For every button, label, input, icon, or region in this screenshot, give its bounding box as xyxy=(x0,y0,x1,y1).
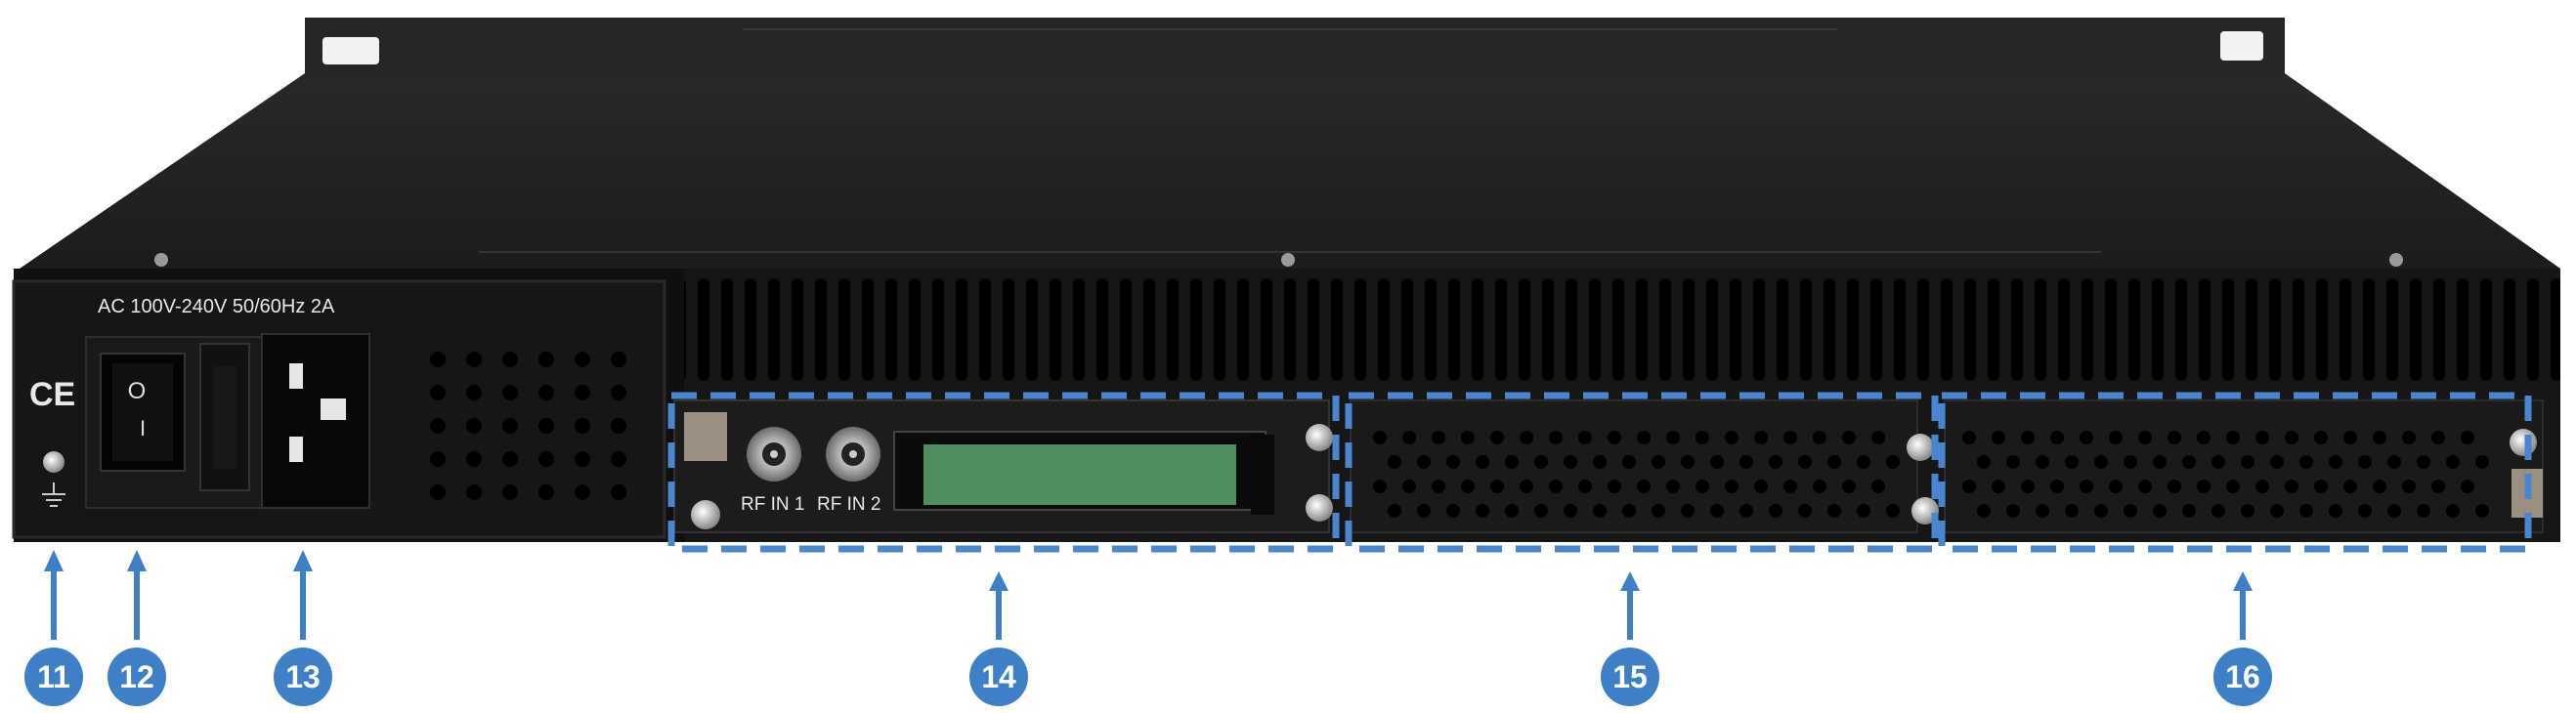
ground-terminal[interactable] xyxy=(42,451,65,507)
module-latch xyxy=(684,412,727,461)
callout-13: 13 xyxy=(274,648,332,706)
thumb-screw xyxy=(1306,424,1333,451)
callout-16: 16 xyxy=(2213,648,2272,706)
switch-on-mark: I xyxy=(140,416,146,440)
rf-in-2-label: RF IN 2 xyxy=(817,494,880,515)
thumb-screw xyxy=(691,500,720,529)
callout-arrowhead-12 xyxy=(127,550,147,571)
rack-ear-hole-left xyxy=(322,37,379,64)
rf-in-1-connector[interactable] xyxy=(747,427,801,482)
callout-14: 14 xyxy=(969,648,1028,706)
thumb-screw[interactable] xyxy=(1907,434,1934,461)
svg-text:12: 12 xyxy=(119,659,154,694)
svg-text:13: 13 xyxy=(285,659,321,694)
slot-3-vent-holes xyxy=(1962,431,2489,518)
callout-11: 11 xyxy=(24,648,83,706)
callout-arrowhead-11 xyxy=(44,550,64,571)
card-pcb xyxy=(923,444,1236,505)
ce-mark: CE xyxy=(29,376,75,413)
svg-text:11: 11 xyxy=(37,659,70,694)
slot-2-highlight-box xyxy=(1345,392,1939,553)
callout-arrowhead-16 xyxy=(2233,571,2253,591)
svg-text:14: 14 xyxy=(981,659,1016,694)
power-vent-holes xyxy=(430,352,626,500)
callout-arrowhead-14 xyxy=(989,571,1009,591)
svg-text:16: 16 xyxy=(2225,659,2260,694)
svg-text:15: 15 xyxy=(1612,659,1648,694)
slot-1-tuner-module[interactable]: RF IN 1 RF IN 2 xyxy=(673,399,1333,533)
power-socket[interactable] xyxy=(261,333,370,509)
power-rating-label: AC 100V-240V 50/60Hz 2A xyxy=(98,296,335,317)
slot-1-highlight-box xyxy=(667,392,1340,553)
slot-3-highlight-box xyxy=(1938,392,2532,553)
thumb-screw[interactable] xyxy=(2510,429,2537,456)
callout-12: 12 xyxy=(107,648,166,706)
slot-2-vent-holes xyxy=(1373,431,1900,518)
callout-15: 15 xyxy=(1601,648,1659,706)
callout-arrowhead-13 xyxy=(293,550,313,571)
callout-arrowhead-15 xyxy=(1620,571,1640,591)
switch-off-mark: O xyxy=(128,378,147,404)
rf-in-1-label: RF IN 1 xyxy=(741,494,804,515)
rf-in-2-connector[interactable] xyxy=(826,427,880,482)
thumb-screw xyxy=(1306,494,1333,522)
